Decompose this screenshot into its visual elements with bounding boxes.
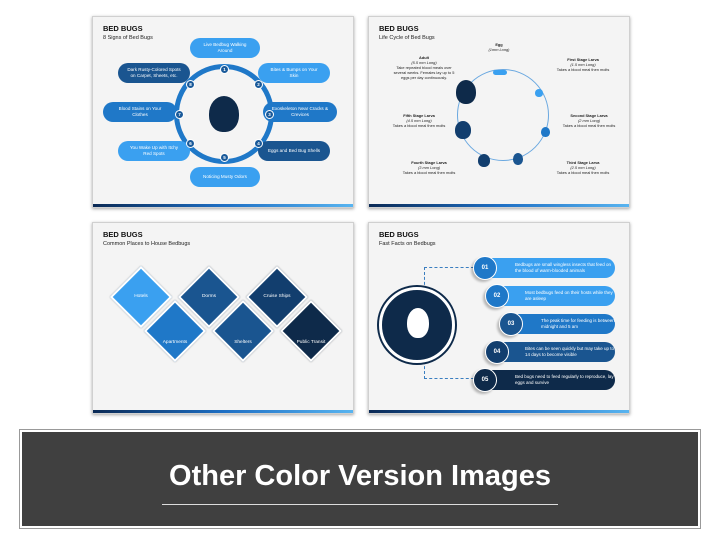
sign-pill: You Wake Up with Itchy Red Spots [118,141,190,161]
bedbug-icon [407,308,429,338]
fact-number: 01 [473,256,497,280]
sign-number: 8 [186,80,195,89]
slide-footer-bar [369,204,629,207]
fact-number: 02 [485,284,509,308]
adult-bedbug-icon [456,80,476,104]
sign-number: 2 [254,80,263,89]
slide-title: BED BUGS [103,230,143,239]
larva-icon [513,153,523,165]
place-label: Dorms [201,294,217,299]
sign-pill: Bites & Bumps on Your Skin [258,63,330,83]
slide-title: BED BUGS [379,24,419,33]
sign-pill: Eggs and Bed Bug Shells [258,141,330,161]
egg-icon [493,70,507,75]
larva-icon [455,121,471,139]
sign-pill: Dark Rusty-Colored Spots on Carpet, Shee… [118,63,190,83]
slide-subtitle: Common Places to House Bedbugs [103,241,191,247]
sign-pill: Noticing Musty Odors [190,167,260,187]
slide-footer-bar [93,204,353,207]
sign-number: 5 [220,153,229,162]
stage-label: Egg(1mm Long) [488,42,510,53]
slide-footer-bar [369,410,629,413]
banner-title: Other Color Version Images [169,460,551,492]
sign-pill: Blood Stains on Your Clothes [103,102,177,122]
larva-icon [541,127,550,137]
stage-label: Third Stage Larva(2.5 mm Long)Takes a bl… [556,160,610,176]
banner-underline [162,504,558,505]
stage-label: Adult(5.5 mm Long)Take repeated blood me… [393,55,455,81]
fact-number: 04 [485,340,509,364]
sign-number: 3 [265,110,274,119]
stage-label: Fifth Stage Larva(4.5 mm Long)Takes a bl… [392,113,446,129]
larva-icon [535,89,543,97]
place-label: Cruise Ships [263,294,291,299]
sign-pill: Exoskeleton Near Cracks & Crevices [263,102,337,122]
slide-footer-bar [93,410,353,413]
stage-label: Second Stage Larva(2 mm Long)Takes a blo… [562,113,616,129]
sign-number: 4 [254,139,263,148]
fact-circle [379,287,455,363]
slide-thumbnail-lifecycle[interactable]: BED BUGS Life Cycle of Bed Bugs Egg(1mm … [368,16,630,208]
place-label: Hotels [134,294,148,299]
bedbug-icon [209,96,239,132]
sign-pill: Live Bedbug Walking Around [190,38,260,58]
slide-subtitle: Life Cycle of Bed Bugs [379,35,435,41]
slide-subtitle: Fast Facts on Bedbugs [379,241,436,247]
fact-pill: Most bedbugs feed on their hosts while t… [489,286,615,306]
fact-number: 03 [499,312,523,336]
place-label: Shelters [234,340,252,345]
sign-number: 7 [175,110,184,119]
fact-number: 05 [473,368,497,392]
stage-label: Fourth Stage Larva(3 mm Long)Takes a blo… [402,160,456,176]
other-color-versions-banner: Other Color Version Images [19,429,701,529]
sign-number: 1 [220,65,229,74]
fact-pill: Bites can be seen quickly but may take u… [489,342,615,362]
fact-pill: Bed bugs need to feed regularly to repro… [479,370,615,390]
fact-pill: The peak time for feeding is between mid… [505,314,615,334]
fact-pill: Bedbugs are small wingless insects that … [479,258,615,278]
slide-thumbnail-signs[interactable]: BED BUGS 8 Signs of Bed Bugs Live Bedbug… [92,16,354,208]
place-label: Public Transit [296,340,326,345]
place-label: Apartments [162,340,188,345]
slide-title: BED BUGS [103,24,143,33]
slide-subtitle: 8 Signs of Bed Bugs [103,35,153,41]
slide-thumbnail-places[interactable]: BED BUGS Common Places to House Bedbugs … [92,222,354,414]
sign-number: 6 [186,139,195,148]
slide-title: BED BUGS [379,230,419,239]
cycle-ring [457,69,549,161]
larva-icon [478,154,490,167]
stage-label: First Stage Larva(1.5 mm Long)Takes a bl… [556,57,610,73]
slide-thumbnail-facts[interactable]: BED BUGS Fast Facts on Bedbugs Bedbugs a… [368,222,630,414]
